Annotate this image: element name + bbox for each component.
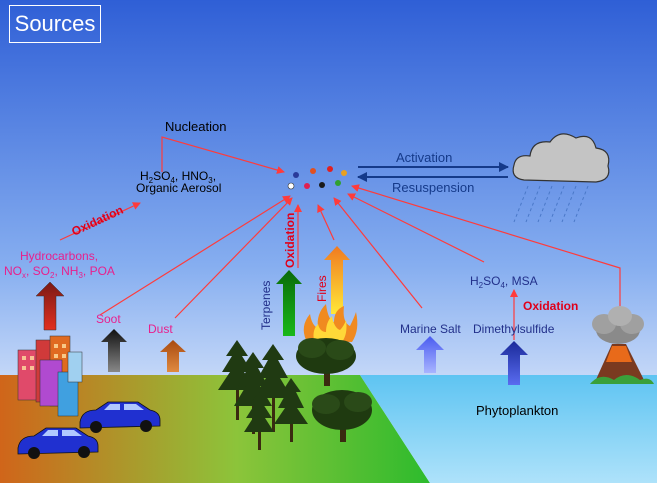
- marine-salt-label: Marine Salt: [400, 322, 461, 336]
- forest-oxidation-label: Oxidation: [283, 213, 297, 268]
- fire-source-arrow: [324, 246, 350, 314]
- dms-source-arrow: [500, 341, 528, 385]
- city-buildings-icon: [17, 335, 83, 417]
- page-title: Sources: [9, 5, 101, 43]
- left-oxidation-arrow: [59, 202, 141, 241]
- deciduous-trees-icon: [296, 338, 372, 442]
- terpenes-label: Terpenes: [259, 281, 273, 330]
- ocean-gases-label: H2SO4, MSA: [470, 274, 538, 290]
- volcano-flux-arrow: [351, 184, 621, 306]
- resuspension-label: Resuspension: [392, 180, 475, 195]
- organic-aerosol-label: Organic Aerosol: [136, 181, 222, 195]
- fires-label: Fires: [315, 275, 329, 302]
- fire-icon: [303, 304, 358, 342]
- marine-flux-arrow: [333, 197, 423, 309]
- volcano-icon: [590, 306, 654, 384]
- msa-flux-arrow: [347, 193, 485, 263]
- car-icon: [79, 401, 161, 433]
- terpene-source-arrow: [276, 270, 302, 336]
- activation-label: Activation: [396, 150, 453, 165]
- particle: [335, 180, 341, 186]
- particle: [287, 182, 295, 190]
- hydrocarbons-label: Hydrocarbons,: [20, 249, 99, 263]
- ocean-surface: [360, 375, 657, 483]
- particle: [319, 182, 325, 188]
- dust-source-arrow: [160, 340, 186, 372]
- particle: [327, 166, 333, 172]
- particle: [310, 168, 316, 174]
- particle: [304, 183, 310, 189]
- dms-label: Dimethylsulfide: [473, 322, 555, 336]
- car-icon: [17, 427, 99, 459]
- particle: [341, 170, 347, 176]
- soot-label: Soot: [96, 312, 121, 326]
- flux-arrows: [59, 136, 621, 340]
- precursor-gases-label: H2SO4, HNO3,: [140, 169, 216, 185]
- pollutant-source-arrow: [35, 281, 65, 331]
- dust-flux-arrow: [174, 197, 293, 319]
- rain-cloud-icon: [512, 133, 610, 223]
- ocean-oxidation-label: Oxidation: [523, 299, 579, 313]
- aerosol-particles: [287, 166, 347, 190]
- nucleation-arrow: [161, 136, 285, 174]
- particle: [293, 172, 299, 178]
- soot-source-arrow: [101, 329, 127, 372]
- nucleation-label: Nucleation: [165, 119, 227, 134]
- soot-flux-arrow: [99, 195, 291, 316]
- dust-label: Dust: [148, 322, 173, 336]
- pollutant-gases-label: NOx, SO2, NH3, POA: [4, 264, 115, 280]
- conifer-trees-icon: [218, 340, 308, 450]
- marine-salt-source-arrow: [416, 336, 444, 373]
- fire-flux-arrow: [317, 204, 335, 241]
- phytoplankton-label: Phytoplankton: [476, 403, 559, 418]
